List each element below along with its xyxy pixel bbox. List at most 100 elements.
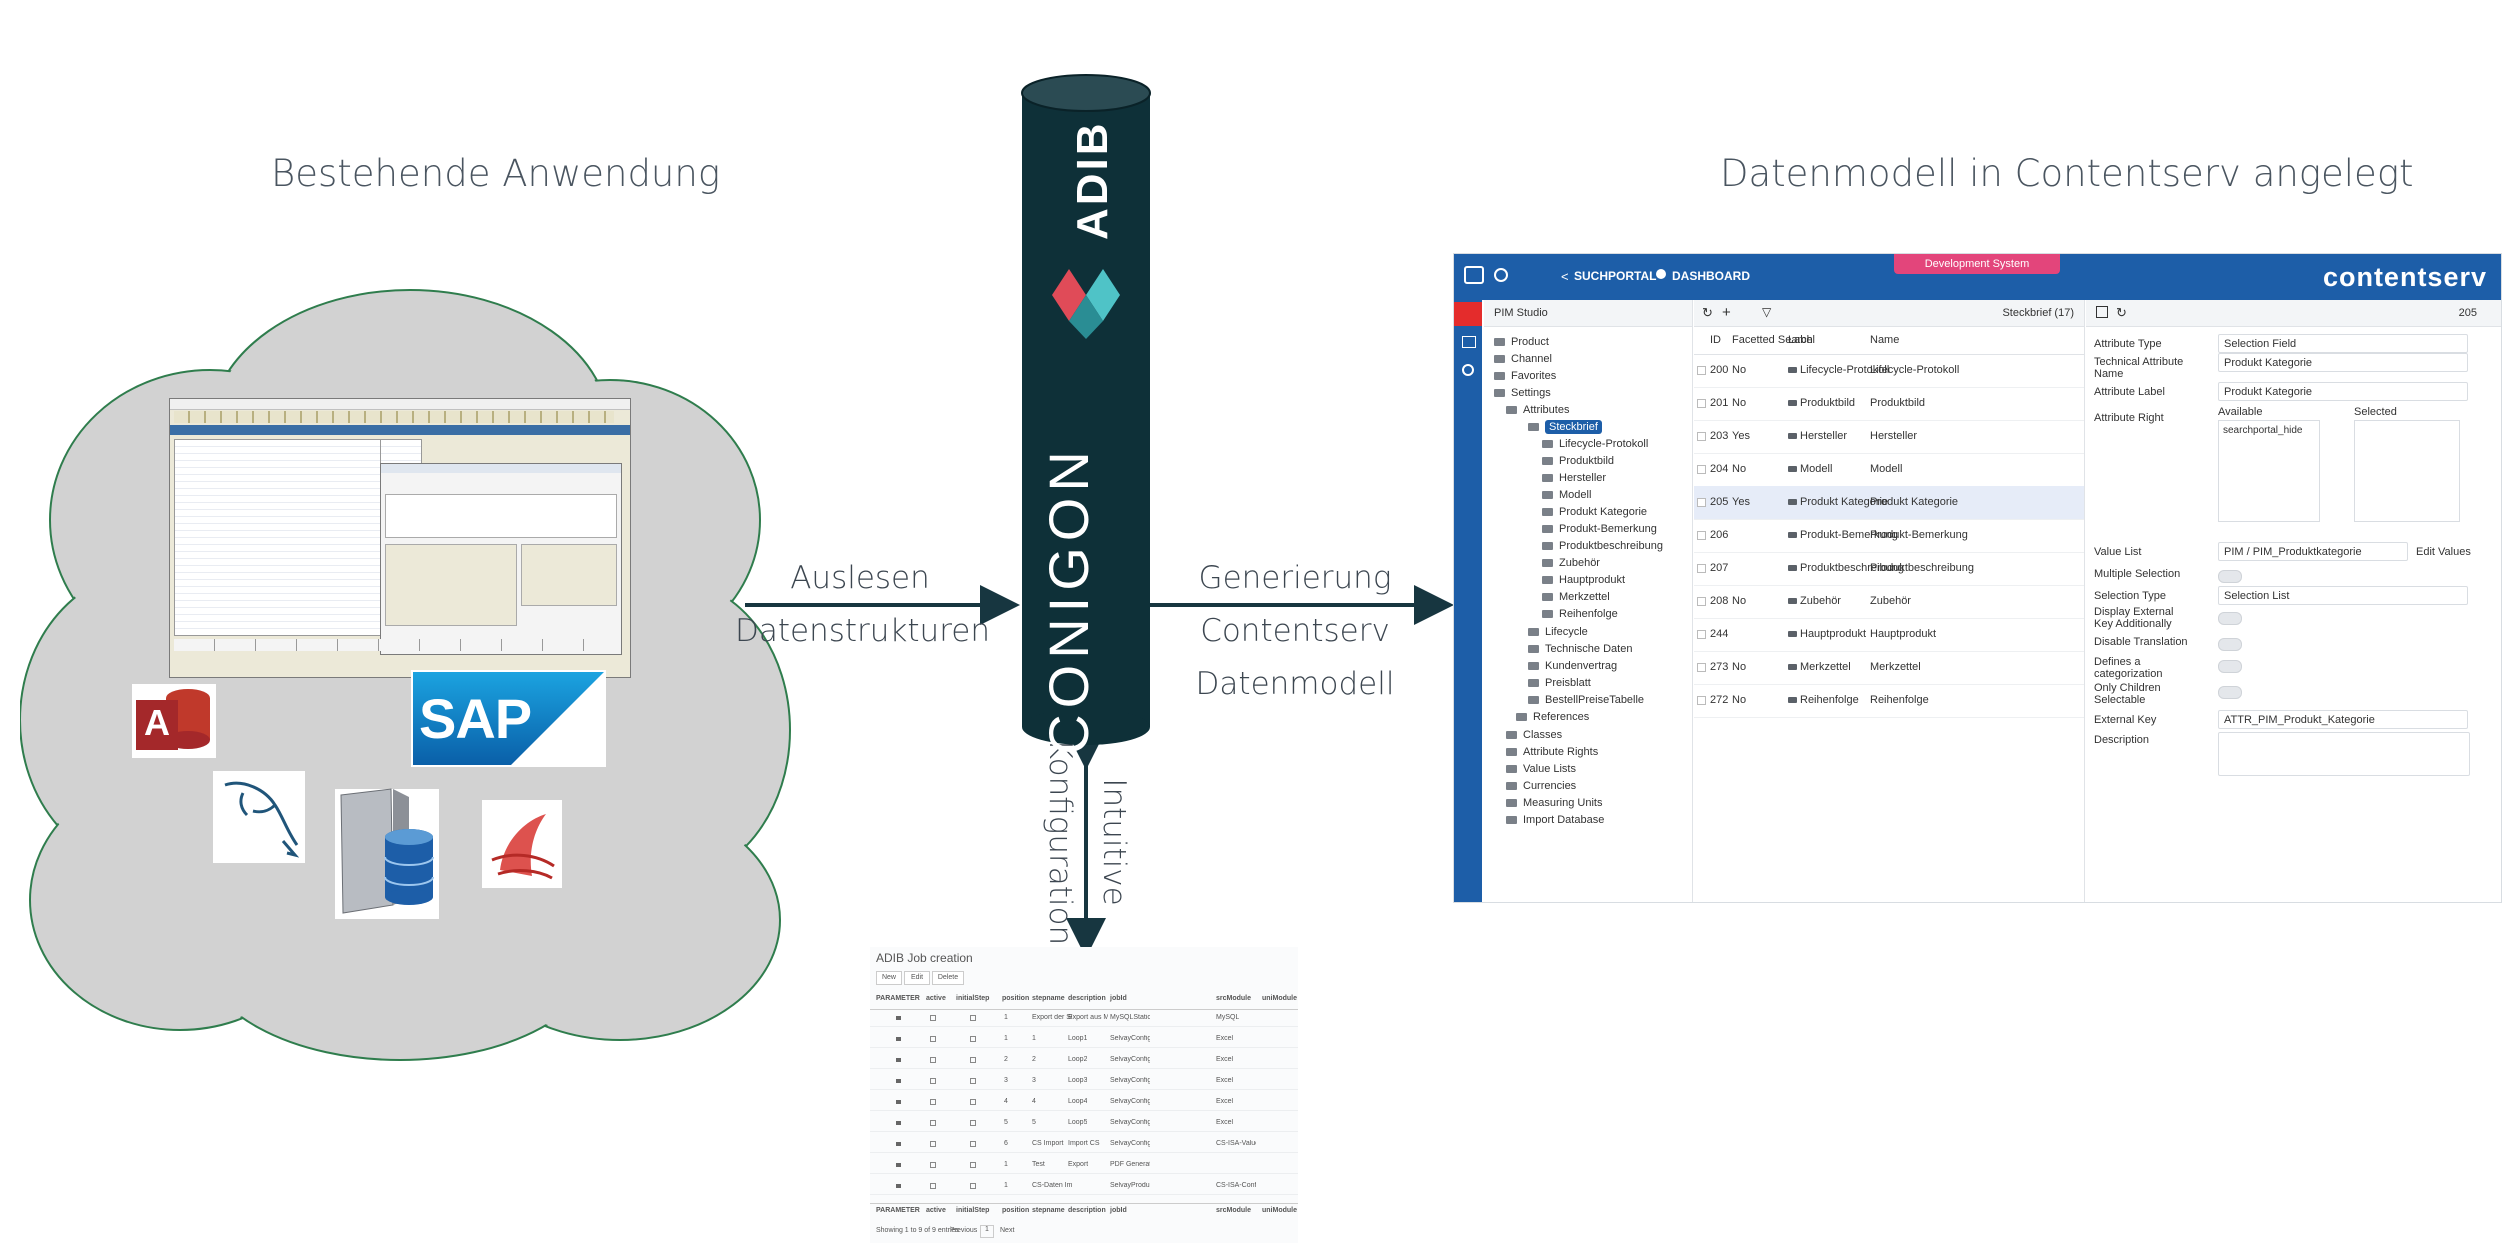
nav-suchportal[interactable]: SUCHPORTAL [1574, 269, 1657, 283]
active-checkbox[interactable] [930, 1120, 936, 1126]
tree-product[interactable]: Product [1494, 336, 1549, 348]
job-row[interactable]: 11Loop1SelvayConfigurationImportExcel [870, 1030, 1298, 1048]
tree-child[interactable]: Lifecycle-Protokoll [1542, 438, 1648, 450]
row-checkbox[interactable] [1697, 366, 1706, 375]
initial-step-checkbox[interactable] [970, 1057, 976, 1063]
initial-step-checkbox[interactable] [970, 1099, 976, 1105]
tree-group[interactable]: Lifecycle [1528, 626, 1588, 638]
power-icon[interactable] [1494, 268, 1508, 282]
available-list[interactable]: searchportal_hide [2218, 420, 2320, 522]
field-attribute-label[interactable]: Produkt Kategorie [2218, 382, 2468, 401]
tree-favorites[interactable]: Favorites [1494, 370, 1556, 382]
field-attribute-type[interactable]: Selection Field [2218, 334, 2468, 353]
row-checkbox[interactable] [1697, 465, 1706, 474]
tree-attribute-rights[interactable]: Attribute Rights [1506, 746, 1598, 758]
job-pager-page[interactable]: 1 [980, 1225, 994, 1238]
job-col[interactable]: srcModule [1216, 995, 1252, 1002]
tree-child[interactable]: Hauptprodukt [1542, 574, 1625, 586]
tree-group[interactable]: Preisblatt [1528, 677, 1591, 689]
row-checkbox[interactable] [1697, 399, 1706, 408]
col-name[interactable]: Name [1870, 334, 1900, 346]
toggle-defines-categorization[interactable] [2218, 660, 2242, 673]
field-selection-type[interactable]: Selection List [2218, 586, 2468, 605]
field-external-key[interactable]: ATTR_PIM_Produkt_Kategorie [2218, 710, 2468, 729]
job-col[interactable]: PARAMETER [876, 995, 920, 1002]
row-checkbox[interactable] [1697, 663, 1706, 672]
edit-values-link[interactable]: Edit Values [2416, 546, 2471, 558]
toggle-disable-translation[interactable] [2218, 638, 2242, 651]
job-row[interactable]: 22Loop2SelvayConfigurationImportExcel [870, 1051, 1298, 1069]
tree-channel[interactable]: Channel [1494, 353, 1552, 365]
field-value-list[interactable]: PIM / PIM_Produktkategorie [2218, 542, 2408, 561]
row-checkbox[interactable] [1697, 630, 1706, 639]
row-checkbox[interactable] [1697, 597, 1706, 606]
row-checkbox[interactable] [1697, 564, 1706, 573]
share-icon[interactable]: < [1561, 269, 1569, 284]
col-facetted[interactable]: Facetted Search [1732, 334, 1813, 346]
tree-value-lists[interactable]: Value Lists [1506, 763, 1576, 775]
job-col[interactable]: uniModule [1262, 995, 1297, 1002]
job-pager-next[interactable]: Next [1000, 1227, 1015, 1234]
tree-references[interactable]: References [1516, 711, 1589, 723]
active-checkbox[interactable] [930, 1162, 936, 1168]
col-id[interactable]: ID [1710, 334, 1721, 346]
tree-child[interactable]: Modell [1542, 489, 1591, 501]
col-label[interactable]: Label [1788, 334, 1815, 346]
job-col[interactable]: jobId [1110, 995, 1127, 1002]
image-icon[interactable] [1462, 336, 1476, 348]
tree-classes[interactable]: Classes [1506, 729, 1562, 741]
job-row[interactable]: 33Loop3SelvayConfigurationImportExcel [870, 1072, 1298, 1090]
gear-icon[interactable] [1462, 364, 1474, 376]
job-pager-prev[interactable]: Previous [950, 1227, 978, 1234]
job-edit-button[interactable]: Edit [904, 971, 930, 985]
tree-child[interactable]: Merkzettel [1542, 591, 1610, 603]
tree-child[interactable]: Produktbeschreibung [1542, 540, 1663, 552]
initial-step-checkbox[interactable] [970, 1141, 976, 1147]
tree-group[interactable]: Kundenvertrag [1528, 660, 1617, 672]
active-checkbox[interactable] [930, 1015, 936, 1021]
tree-attributes[interactable]: Attributes [1506, 404, 1569, 416]
row-checkbox[interactable] [1697, 432, 1706, 441]
tree-child[interactable]: Reihenfolge [1542, 608, 1618, 620]
row-checkbox[interactable] [1697, 531, 1706, 540]
active-checkbox[interactable] [930, 1057, 936, 1063]
job-col[interactable]: stepname [1032, 995, 1065, 1002]
active-checkbox[interactable] [930, 1036, 936, 1042]
tree-child[interactable]: Produkt-Bemerkung [1542, 523, 1657, 535]
nav-dashboard[interactable]: DASHBOARD [1672, 269, 1750, 283]
job-row[interactable]: 55Loop5SelvayConfigurationImportExcel [870, 1114, 1298, 1132]
field-technical-name[interactable]: Produkt Kategorie [2218, 353, 2468, 372]
refresh-icon[interactable]: ↻ [2116, 305, 2127, 320]
tree-settings[interactable]: Settings [1494, 387, 1551, 399]
tree-child[interactable]: Hersteller [1542, 472, 1606, 484]
job-row[interactable]: 1CS-Daten ImportSelvayProductImportCS-IS… [870, 1177, 1298, 1195]
active-checkbox[interactable] [930, 1099, 936, 1105]
active-checkbox[interactable] [930, 1141, 936, 1147]
initial-step-checkbox[interactable] [970, 1036, 976, 1042]
refresh-icon[interactable]: ↻ [1702, 305, 1713, 320]
tree-steckbrief[interactable]: Steckbrief [1528, 420, 1602, 434]
tree-group[interactable]: BestellPreiseTabelle [1528, 694, 1644, 706]
job-col[interactable]: initialStep [956, 995, 990, 1002]
job-col[interactable]: active [926, 995, 946, 1002]
row-checkbox[interactable] [1697, 696, 1706, 705]
save-icon[interactable] [2096, 306, 2108, 318]
tree-child[interactable]: Produkt Kategorie [1542, 506, 1647, 518]
menu-icon[interactable] [1464, 266, 1484, 284]
field-description[interactable] [2218, 732, 2470, 776]
active-checkbox[interactable] [930, 1183, 936, 1189]
tree-child[interactable]: Zubehör [1542, 557, 1600, 569]
toggle-display-external[interactable] [2218, 612, 2242, 625]
job-row[interactable]: 44Loop4SelvayConfigurationImportExcel [870, 1093, 1298, 1111]
